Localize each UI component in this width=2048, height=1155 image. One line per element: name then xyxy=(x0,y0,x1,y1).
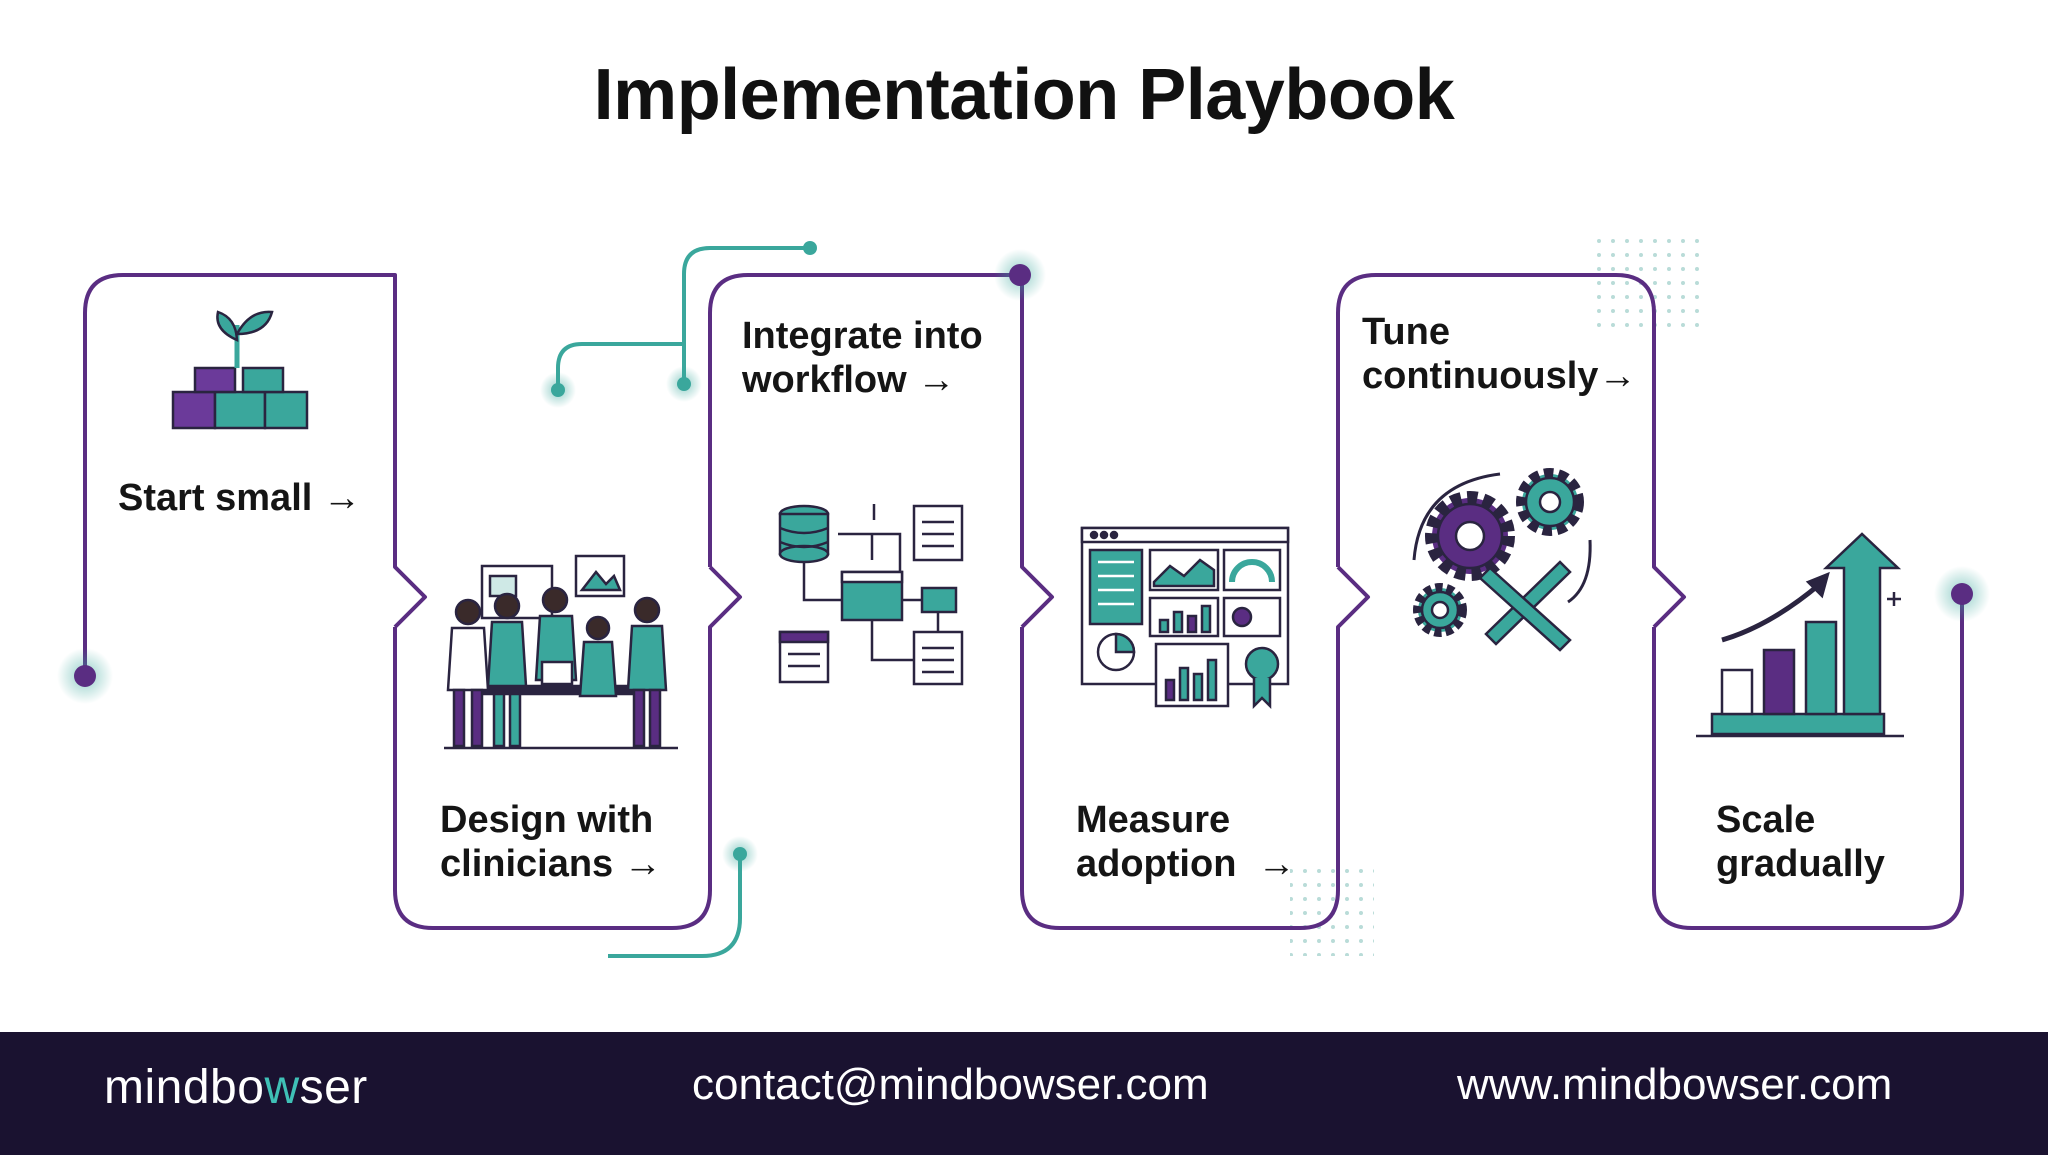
gears-tools-icon xyxy=(1412,468,1592,652)
node-teal-3 xyxy=(803,241,817,255)
step-outline-6 xyxy=(1652,594,1964,930)
playbook-diagram xyxy=(57,232,1990,958)
node-teal-2 xyxy=(666,366,702,402)
dashboard-metrics-icon xyxy=(1080,526,1290,710)
step-label-tune-continuously: Tune continuously→ xyxy=(1362,311,1637,397)
connector-teal-bottom xyxy=(608,854,742,958)
website-link[interactable]: www.mindbowser.com xyxy=(1457,1060,1893,1109)
dot-pattern-bottom xyxy=(1290,860,1374,956)
growth-chart-arrow-icon xyxy=(1696,532,1904,738)
step-outline-3 xyxy=(708,273,1054,629)
node-top-center xyxy=(994,249,1046,301)
page-title: Implementation Playbook xyxy=(593,55,1455,135)
building-blocks-sprout-icon xyxy=(171,310,309,430)
connector-teal-left xyxy=(556,342,684,390)
footer-bar xyxy=(0,1032,2048,1155)
step-label-start-small: Start small → xyxy=(118,477,361,519)
connector-teal-top xyxy=(682,246,810,384)
step-label-design-with-clinicians: Design with clinicians → xyxy=(440,799,662,885)
step-outline-2 xyxy=(393,565,742,930)
node-teal-1 xyxy=(540,372,576,408)
step-outline-4 xyxy=(1020,565,1370,930)
node-start xyxy=(57,648,113,704)
step-label-scale-gradually: Scale gradually xyxy=(1716,799,1885,885)
contact-email-link[interactable]: contact@mindbowser.com xyxy=(692,1060,1209,1109)
dot-pattern-top xyxy=(1588,232,1708,332)
step-label-integrate-into-workflow: Integrate into workflow → xyxy=(742,315,983,401)
workflow-integration-icon xyxy=(778,504,964,686)
node-end xyxy=(1934,566,1990,622)
step-label-measure-adoption: Measure adoption → xyxy=(1076,799,1296,885)
clinicians-team-icon xyxy=(444,554,678,750)
mindbowser-logo[interactable]: mindbowser xyxy=(104,1061,368,1114)
step-outline-1 xyxy=(83,273,427,676)
step-outline-5 xyxy=(1336,273,1686,629)
node-teal-4 xyxy=(722,836,758,872)
